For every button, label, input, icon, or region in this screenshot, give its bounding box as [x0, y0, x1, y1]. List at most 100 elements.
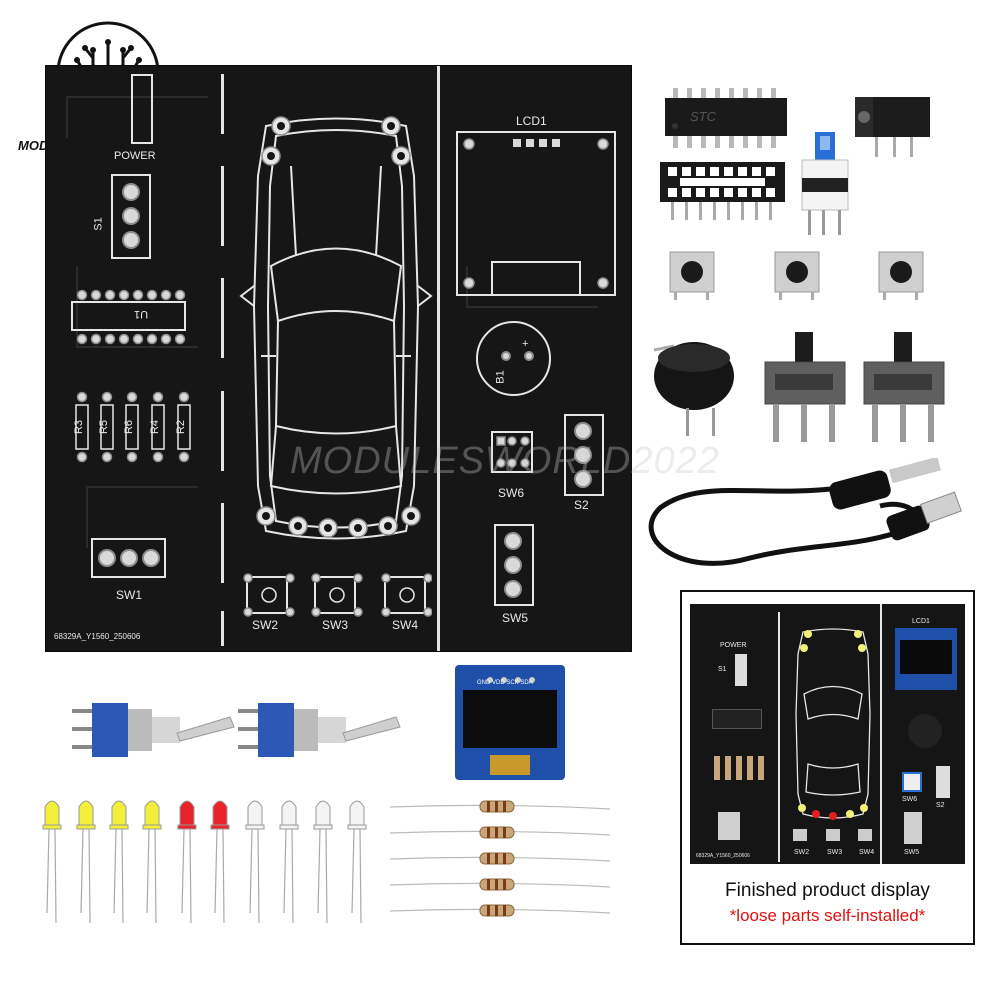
mini-lcd1-label: LCD1 [912, 618, 930, 625]
led [76, 800, 96, 924]
sw2-outline [246, 576, 288, 614]
oled-pin-labels: GND VDD SCK SDA [477, 680, 533, 686]
oled-screen [463, 690, 557, 748]
car-outline-silkscreen [236, 106, 436, 556]
part-number: 68329A_Y1560_250606 [54, 632, 141, 641]
mini-oled [895, 628, 957, 690]
sw5-outline [494, 524, 534, 606]
r3-label: R3 [73, 419, 86, 435]
road-line [221, 74, 224, 134]
mini-sw5-toggle [904, 812, 922, 844]
oled-flex [490, 755, 530, 775]
sw4-outline [384, 576, 426, 614]
led [279, 800, 299, 924]
u1-bottom-pads [76, 332, 188, 345]
mini-resistors [712, 754, 767, 782]
mini-sw5-label: SW5 [904, 849, 920, 856]
lane-divider [437, 66, 440, 651]
sw6-label: SW6 [498, 486, 525, 500]
mini-power-label: POWER [720, 642, 747, 649]
watermark-text: MODULESWORLD2022 [290, 440, 720, 482]
toggle-switch [72, 695, 237, 765]
sw5-pad [504, 532, 522, 550]
mini-s2-switch [936, 766, 950, 798]
u1-top-pads [76, 288, 188, 301]
finished-product-panel: POWER S1 SW2 SW3 SW4 LCD1 [680, 590, 975, 945]
led [347, 800, 367, 924]
led [109, 800, 129, 924]
led [42, 800, 62, 924]
sw5-label: SW5 [502, 611, 529, 625]
oled-module: GND VDD SCK SDA [455, 665, 565, 780]
s1-pad [122, 183, 140, 201]
tactile-button [877, 250, 925, 300]
mini-sw6-switch [902, 772, 922, 792]
mini-car-outline [788, 624, 878, 824]
road-line [221, 503, 224, 583]
ic-socket [660, 162, 788, 222]
led-svg [42, 800, 367, 924]
mini-oled-screen [900, 640, 952, 674]
u1-label: U1 [134, 308, 149, 320]
mini-sw6-label: SW6 [902, 796, 918, 803]
sw-pads [242, 572, 433, 618]
b1-label: B1 [494, 370, 507, 384]
lcd1-outline [456, 131, 616, 296]
resistor-footprints [74, 391, 204, 466]
s1-outline [111, 174, 151, 259]
tactile-button [773, 250, 821, 300]
slide-switch [763, 330, 848, 445]
power-jack-outline [131, 74, 153, 144]
sw6-outline [491, 431, 533, 473]
led [177, 800, 197, 924]
sw3-outline [314, 576, 356, 614]
r5-label: R5 [98, 419, 111, 435]
finished-caption: Finished product display [725, 880, 930, 901]
u1-outline [71, 301, 186, 331]
mini-sw4-label: SW4 [859, 849, 875, 856]
mini-s1-switch [735, 654, 747, 686]
tactile-button [668, 250, 716, 300]
lcd1-pads [456, 131, 616, 296]
sw6-pads [491, 431, 533, 473]
sw1-pad [120, 549, 138, 567]
toggle-switch [238, 695, 403, 765]
mini-sw2-label: SW2 [794, 849, 810, 856]
loose-resistors [385, 795, 615, 925]
road-line [221, 391, 224, 471]
sw5-pad [504, 556, 522, 574]
ic-marking: STC [690, 109, 716, 124]
dc-power-jack [855, 92, 933, 162]
usb-power-cable [640, 456, 970, 588]
s1-pad [122, 207, 140, 225]
b1-pad [501, 351, 511, 361]
sw5-pad [504, 580, 522, 598]
finished-pcb: POWER S1 SW2 SW3 SW4 LCD1 [690, 604, 965, 864]
mini-sw2-button [793, 829, 807, 841]
led [142, 800, 162, 924]
s2-label: S2 [574, 498, 589, 512]
road-line [221, 166, 224, 246]
self-lock-switch [800, 130, 852, 240]
r6-label: R6 [123, 419, 136, 435]
r2-label: R2 [175, 419, 188, 435]
s1-pad [122, 231, 140, 249]
road-line [221, 611, 224, 646]
mini-s1-label: S1 [718, 666, 727, 673]
sw2-label: SW2 [252, 618, 279, 632]
oled-header-pins [485, 671, 540, 683]
s2-pad [574, 470, 592, 488]
led-row [30, 795, 375, 925]
s1-label: S1 [92, 217, 105, 231]
mini-sw3-button [826, 829, 840, 841]
mini-buzzer [908, 714, 942, 748]
ic-chip [665, 88, 790, 148]
b1-outline [476, 321, 551, 396]
lcd1-notch [491, 261, 581, 296]
mini-sw3-label: SW3 [827, 849, 843, 856]
sw4-label: SW4 [392, 618, 419, 632]
pcb-board: POWER S1 U1 R3 R5 R6 R4 R2 [45, 65, 632, 652]
lcd1-label: LCD1 [516, 114, 547, 128]
sw1-pad [142, 549, 160, 567]
r4-label: R4 [149, 419, 162, 435]
